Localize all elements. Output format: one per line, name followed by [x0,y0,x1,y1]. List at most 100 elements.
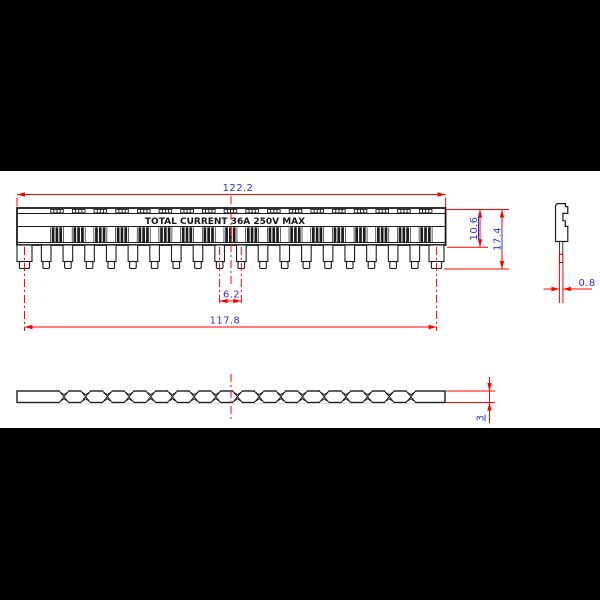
dimension-arrow [477,239,483,248]
notch-gap [254,401,264,404]
pin-tip [367,260,376,270]
partition-bar [268,227,272,243]
partition-bar [146,227,149,243]
partition-bar [81,227,84,243]
notch-cross [146,392,155,402]
dim-overall-height-label: 17.4 [493,227,504,251]
notch-gap [254,390,264,393]
partition-bar [398,227,402,243]
pin-body [40,244,52,263]
partition-bar [362,227,366,243]
notch-gap [384,390,394,393]
partition-bar [77,227,80,243]
partition-bar [424,227,427,243]
side-profile-outline [554,203,569,243]
notch-cross [276,392,285,402]
notch-gap [298,401,307,404]
pin-tip [345,260,354,270]
notch-gap [146,390,156,393]
notch-gap [298,390,307,393]
notch-cross [233,392,242,402]
notch-gap [363,401,372,404]
pin-body [257,244,269,263]
partition-bar [55,227,59,243]
dimension-arrow [551,286,560,292]
partition-bar [355,227,359,243]
notch-cross [255,392,264,402]
notch-cross [59,392,69,402]
dimension-graphics [16,192,592,423]
notch-gap [276,390,286,393]
pin-body [149,244,160,263]
notch-cross [81,392,90,402]
partition-bar [120,227,124,243]
partition-slot-row [50,227,433,243]
notch-gap [168,390,177,393]
notch-gap [103,401,112,404]
pin-body [409,244,421,263]
product-rating-label: TOTAL CURRENT 36A 250V MAX [145,217,305,227]
notch-gap [211,390,221,393]
notch-gap [384,401,394,404]
partition-bar [402,227,406,243]
dim-overall-width-label: 122.2 [223,183,254,194]
notch-gap [319,401,329,404]
dimension-arrow [562,286,571,292]
dimension-arrow [233,298,242,304]
partition-bar [254,227,258,243]
pin-body [344,244,356,263]
partition-bar [124,227,128,243]
notch-gap [168,401,177,404]
pin-tip [85,260,94,270]
partition-bar [207,227,211,243]
partition-bar [160,227,163,243]
pin-tip [280,260,289,270]
notch-gap [81,390,90,393]
notch-gap [146,401,156,404]
pin-tip [302,260,311,270]
notch-cross [320,392,329,402]
partition-bar [333,227,337,243]
strip-notch-row [58,390,417,404]
dim-strip-width-label: 3 [476,415,487,422]
partition-bar [359,227,362,243]
side-view [554,203,569,263]
notch-cross [341,392,350,402]
pin-tip [129,260,137,270]
pin-body [62,244,74,263]
notch-gap [81,401,90,404]
pin-body [279,244,291,263]
partition-bar [319,227,323,243]
partition-bar [290,227,293,243]
notch-cross [168,392,177,402]
notch-cross [363,392,372,402]
notch-gap [124,390,134,393]
notch-cross [103,392,112,402]
dim-pin-span-label: 117.8 [210,316,241,327]
dimension-arrow [219,298,228,304]
dim-body-height-label: 10.6 [469,217,480,241]
partition-bar [311,227,315,243]
pin-tip [259,260,267,270]
vent-slot-row [50,208,433,214]
partition-bar [229,227,232,243]
notch-gap [406,390,416,393]
dimension-arrow [487,402,492,411]
dim-pin-thickness-label: 0.8 [579,278,596,289]
pin-body [84,244,95,263]
dim-pin-pitch-label: 6.2 [223,290,240,301]
partition-bar [98,227,102,243]
pin-body [387,244,399,263]
partition-bar [225,227,228,243]
dimension-arrow [437,192,446,197]
dimension-arrow [477,209,483,218]
dimension-arrow [499,209,505,218]
notch-gap [59,401,69,404]
pin-tip [42,260,51,270]
pin-body [127,244,139,263]
pin-tip [194,260,202,270]
partition-bar [276,227,279,243]
pin-body [192,244,204,263]
partition-bar [211,227,214,243]
